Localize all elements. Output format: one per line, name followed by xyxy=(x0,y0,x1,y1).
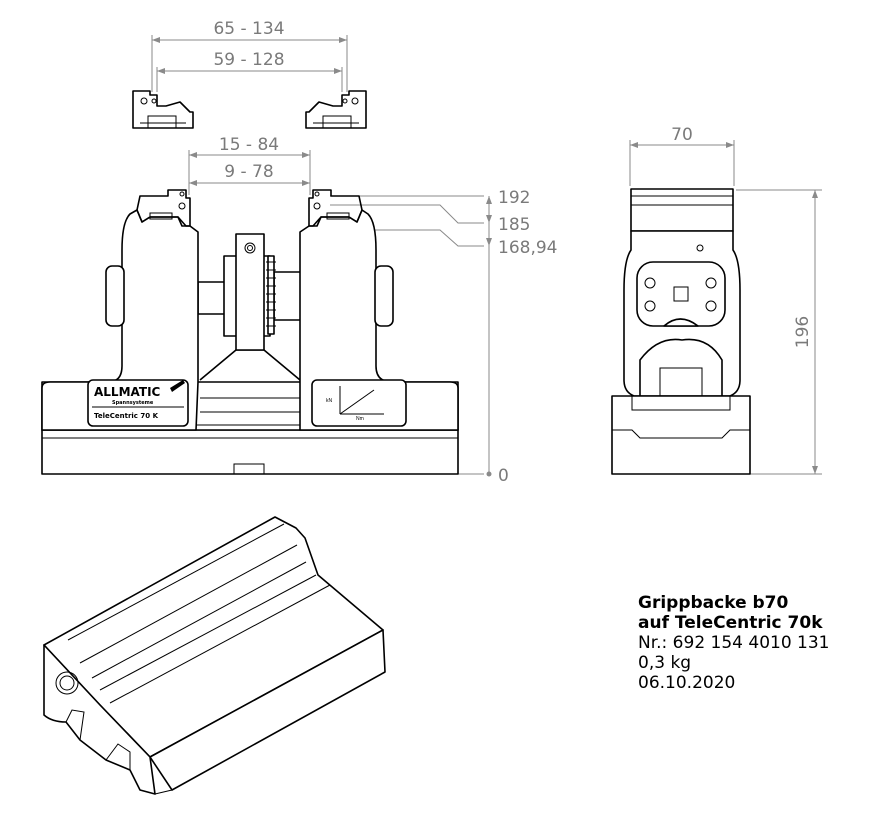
dim-side-height: 196 xyxy=(793,316,813,348)
dim-height-168: 168,94 xyxy=(498,238,557,258)
dim-mount-inner: 9 - 78 xyxy=(224,162,273,182)
top-jaw-right xyxy=(305,90,367,129)
part-number: Nr.: 692 154 4010 131 xyxy=(638,633,830,653)
front-view-dimensions: 15 - 84 9 - 78 192 185 168,94 0 xyxy=(188,135,557,486)
part-weight: 0,3 kg xyxy=(638,653,692,673)
dim-mount-outer: 15 - 84 xyxy=(219,135,279,155)
plate-x-label: Nm xyxy=(356,416,364,422)
dim-jaw-inner: 59 - 128 xyxy=(213,50,284,70)
dim-side-width: 70 xyxy=(671,125,693,145)
side-view-vise xyxy=(611,188,751,475)
dim-height-185: 185 xyxy=(498,215,530,235)
scale-ticks xyxy=(266,261,276,327)
dim-height-0: 0 xyxy=(498,466,509,486)
top-jaw-dimensions: 65 - 134 59 - 128 xyxy=(151,19,348,92)
isometric-jaw xyxy=(43,516,386,795)
title-block: Grippbacke b70 auf TeleCentric 70k Nr.: … xyxy=(638,593,830,693)
logo-sub: Spannsysteme xyxy=(112,400,154,406)
logo-brand: ALLMATIC xyxy=(94,385,161,399)
top-jaw-left xyxy=(132,90,194,129)
plate-y-label: kN xyxy=(326,398,333,404)
dim-height-192: 192 xyxy=(498,188,530,208)
part-date: 06.10.2020 xyxy=(638,673,736,693)
part-title: Grippbacke b70 xyxy=(638,593,789,613)
logo-model: TeleCentric 70 K xyxy=(94,412,159,420)
dim-jaw-outer: 65 - 134 xyxy=(213,19,284,39)
part-subtitle: auf TeleCentric 70k xyxy=(638,613,823,633)
front-view-vise: ALLMATIC Spannsysteme TeleCentric 70 K k… xyxy=(41,189,459,475)
side-view-dimensions: 70 196 xyxy=(629,125,822,475)
